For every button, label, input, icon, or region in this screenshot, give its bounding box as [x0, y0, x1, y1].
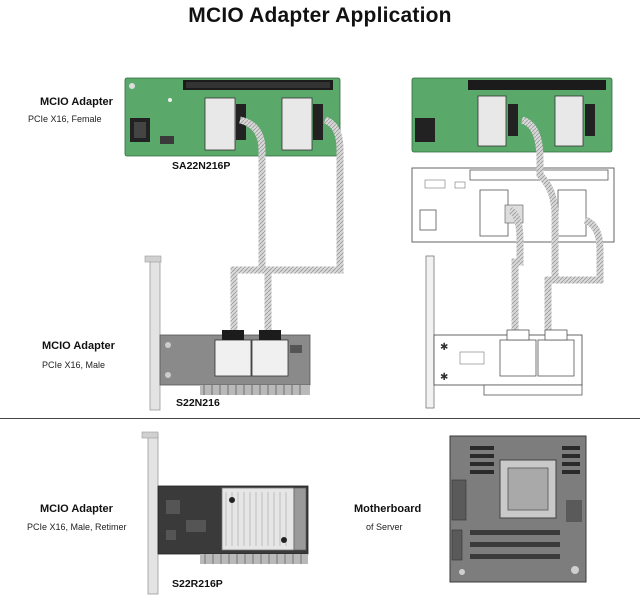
mcio-port-left-icon [204, 97, 236, 151]
female-adapter-board-right [411, 77, 613, 153]
mcio-cable-left [230, 116, 344, 330]
male-adapter-bracket [144, 255, 162, 411]
svg-text:✱: ✱ [440, 342, 448, 353]
male-adapter-subtitle: PCIe X16, Male [42, 360, 106, 370]
motherboard-subtitle: of Server [366, 522, 403, 532]
retimer-bracket [141, 431, 159, 595]
motherboard-title: Motherboard [354, 503, 422, 515]
female-adapter-label: MCIO Adapter [40, 96, 113, 108]
female-adapter-title: MCIO Adapter [40, 96, 113, 108]
retimer-adapter-model: S22R216P [172, 578, 223, 590]
outline-male-board: ✱ ✱ [425, 255, 583, 409]
mcio-port-icon [251, 339, 289, 377]
male-adapter-title: MCIO Adapter [42, 340, 115, 352]
section-divider [0, 418, 640, 419]
female-adapter-subtitle: PCIe X16, Female [28, 114, 102, 124]
retimer-adapter-title: MCIO Adapter [40, 503, 113, 515]
male-adapter-model: S22N216 [176, 397, 220, 409]
male-adapter-board [159, 330, 311, 395]
female-adapter-board [124, 77, 341, 157]
mcio-cable-right [508, 116, 604, 330]
retimer-adapter-subtitle: PCIe X16, Male, Retimer [27, 522, 127, 532]
svg-text:✱: ✱ [440, 372, 448, 383]
outline-board [411, 167, 615, 243]
retimer-adapter-board [157, 485, 309, 564]
female-adapter-model: SA22N216P [172, 160, 231, 172]
mcio-port-icon [214, 339, 252, 377]
page-title: MCIO Adapter Application [188, 4, 452, 27]
mcio-port-right-icon [281, 97, 313, 151]
server-motherboard [449, 435, 587, 583]
